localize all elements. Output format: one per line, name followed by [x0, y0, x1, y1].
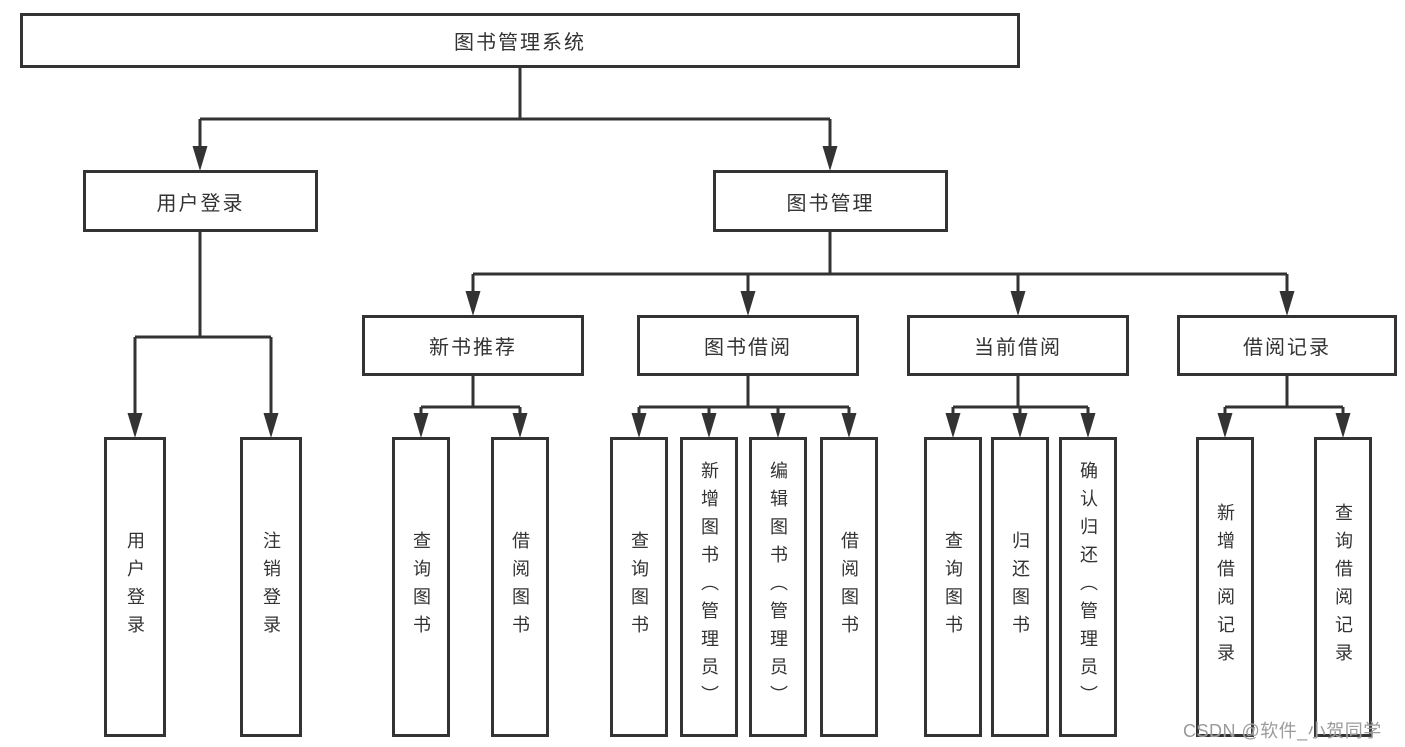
node-add-borrowing-record: 新增借阅记录 [1196, 437, 1254, 737]
node-query-books-current: 查询图书 [924, 437, 982, 737]
node-new-book-recommendation: 新书推荐 [362, 315, 584, 376]
node-current-borrowing: 当前借阅 [907, 315, 1129, 376]
node-logout-function: 注销登录 [240, 437, 302, 737]
watermark: CSDN @软件_小贺同学 [1183, 721, 1382, 741]
node-query-borrowing-record: 查询借阅记录 [1314, 437, 1372, 737]
node-user-login-function: 用户登录 [104, 437, 166, 737]
node-query-books-borrowing: 查询图书 [610, 437, 668, 737]
node-borrow-books: 借阅图书 [820, 437, 878, 737]
node-add-books-admin: 新增图书（管理员） [680, 437, 738, 737]
node-edit-books-admin: 编辑图书（管理员） [749, 437, 807, 737]
node-borrowing-records: 借阅记录 [1177, 315, 1397, 376]
node-book-borrowing: 图书借阅 [637, 315, 859, 376]
node-query-books-recommend: 查询图书 [392, 437, 450, 737]
node-borrow-books-recommend: 借阅图书 [491, 437, 549, 737]
node-library-management-system: 图书管理系统 [20, 13, 1020, 68]
node-user-login-branch: 用户登录 [83, 170, 318, 232]
node-confirm-return-admin: 确认归还（管理员） [1059, 437, 1117, 737]
node-return-books: 归还图书 [991, 437, 1049, 737]
node-book-management-branch: 图书管理 [713, 170, 948, 232]
